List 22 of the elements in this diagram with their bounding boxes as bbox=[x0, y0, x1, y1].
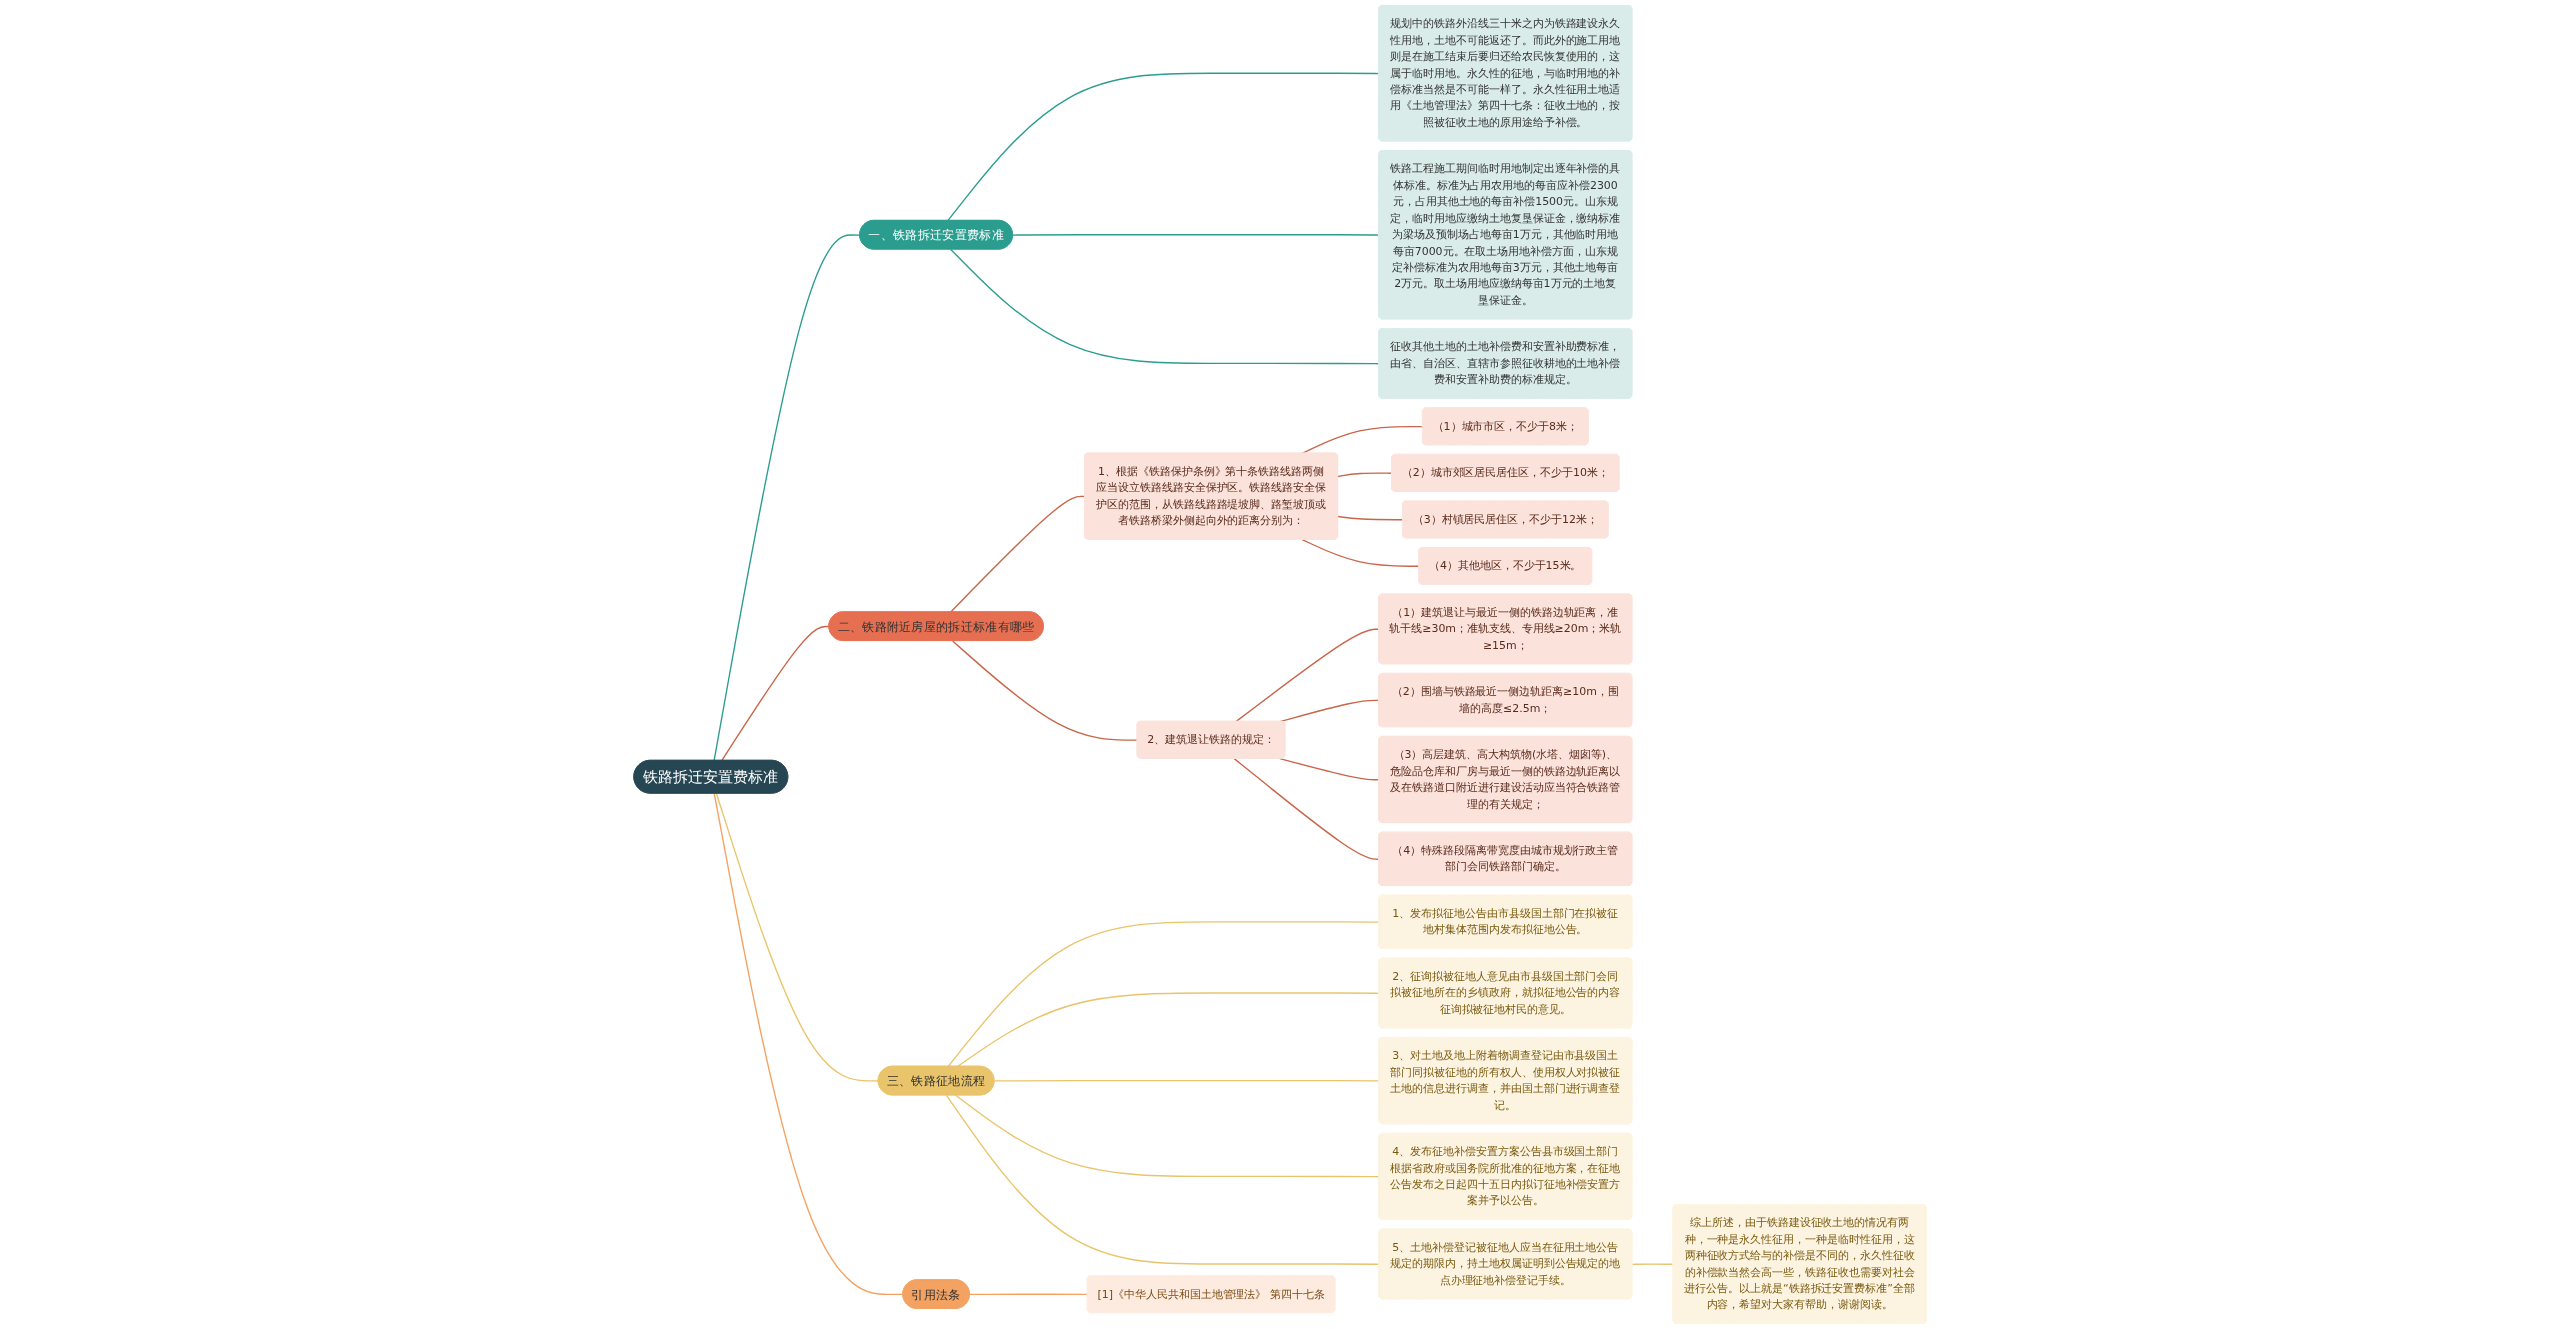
connector bbox=[947, 72, 1380, 222]
connector bbox=[1301, 538, 1420, 567]
connector bbox=[969, 1293, 1089, 1296]
connector bbox=[947, 921, 1380, 1068]
connector bbox=[715, 792, 880, 1082]
connector bbox=[1337, 515, 1404, 521]
connector bbox=[721, 625, 830, 762]
connector bbox=[993, 1079, 1380, 1082]
connector bbox=[1235, 628, 1380, 723]
connector bbox=[713, 234, 861, 762]
connector bbox=[950, 248, 1380, 365]
connector bbox=[1337, 472, 1393, 478]
connector bbox=[956, 992, 1380, 1068]
connector bbox=[945, 1094, 1380, 1265]
connector bbox=[954, 1094, 1380, 1178]
connector bbox=[951, 640, 1139, 741]
connector bbox=[713, 792, 904, 1296]
connector bbox=[1233, 757, 1380, 860]
connector bbox=[1631, 1263, 1674, 1265]
connector bbox=[1012, 234, 1380, 236]
connector bbox=[949, 495, 1086, 613]
connector bbox=[1279, 757, 1380, 781]
